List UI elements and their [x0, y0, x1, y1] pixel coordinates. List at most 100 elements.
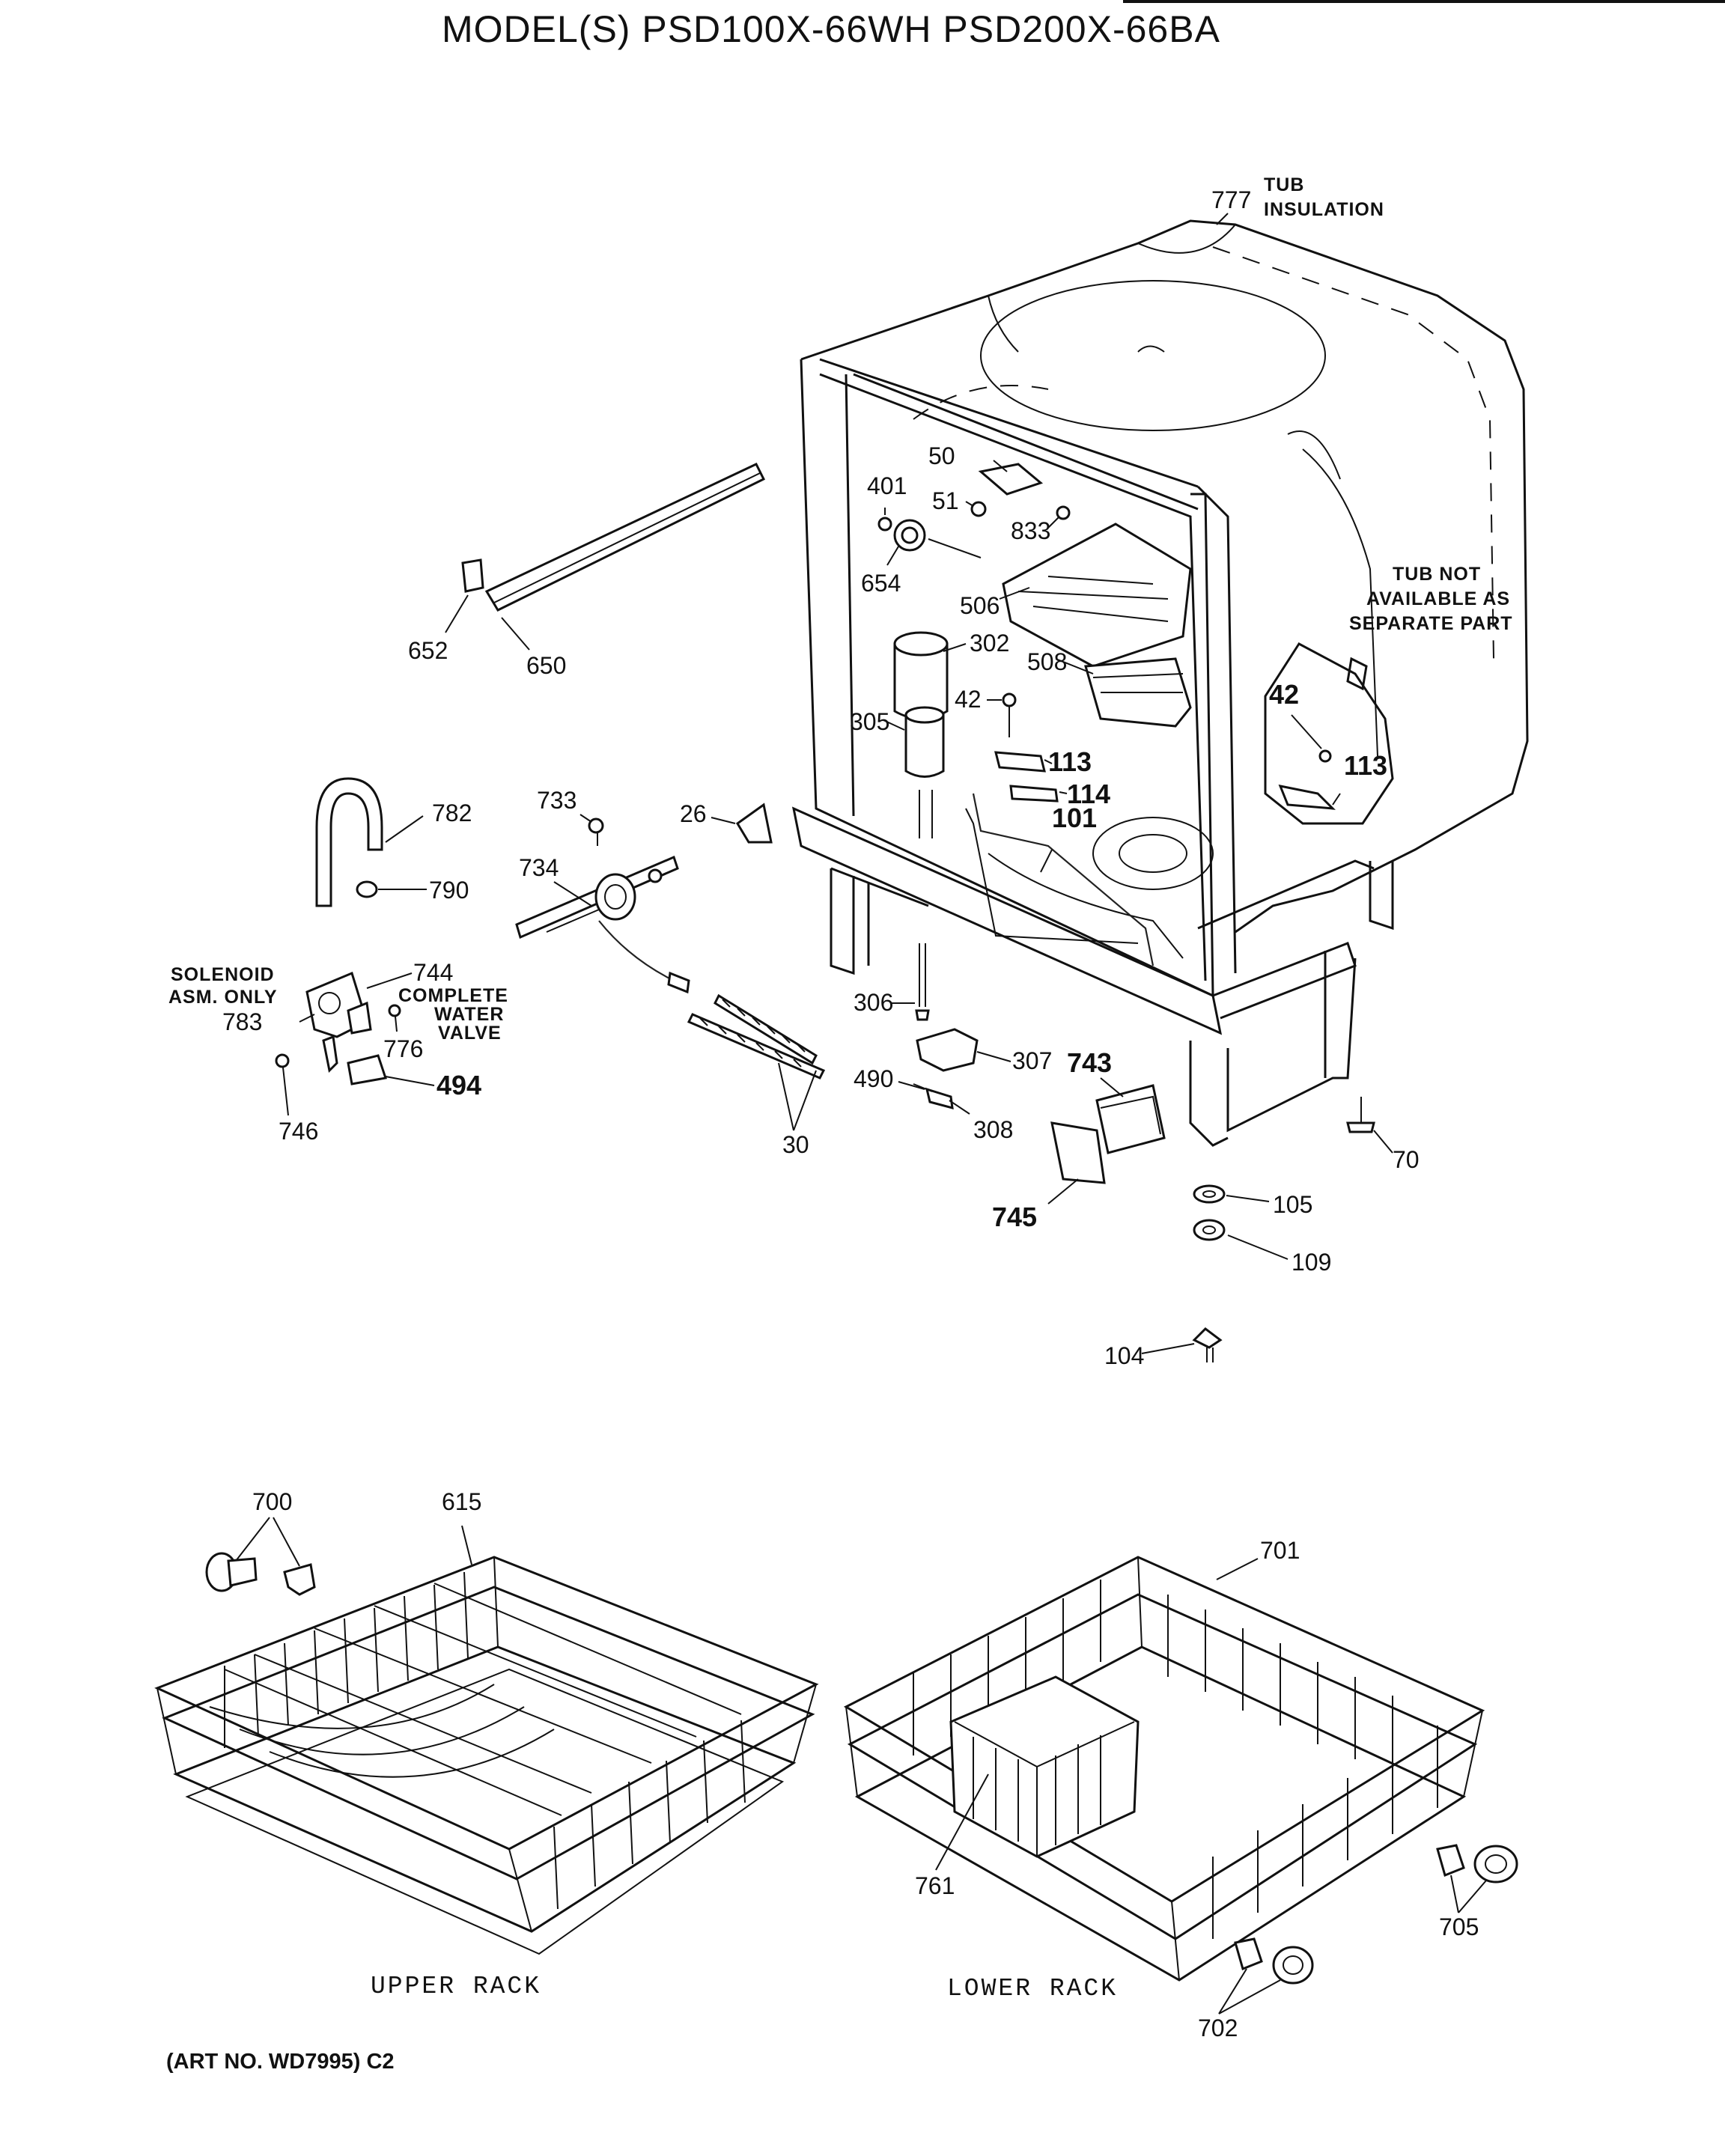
label-777: 777	[1211, 186, 1251, 213]
label-654: 654	[861, 570, 901, 597]
label-113-inset: 113	[1344, 750, 1387, 781]
label-744: 744	[413, 959, 453, 986]
label-776: 776	[383, 1035, 423, 1062]
note-tub-insulation-1: TUB	[1264, 174, 1304, 195]
label-42: 42	[955, 686, 982, 713]
tub-outline	[800, 219, 1529, 934]
lower-rack	[843, 1556, 1518, 1985]
label-104: 104	[1104, 1342, 1144, 1369]
center-parts	[913, 943, 1375, 1362]
label-782: 782	[432, 800, 472, 826]
note-solenoid-1: SOLENOID	[171, 964, 275, 985]
label-652: 652	[408, 637, 448, 664]
part-702-wheel	[1272, 1946, 1314, 1985]
label-761: 761	[915, 1872, 955, 1899]
label-494: 494	[436, 1070, 481, 1100]
part-782-hose	[315, 777, 383, 907]
label-114: 114	[1067, 779, 1110, 809]
label-101: 101	[1052, 803, 1097, 833]
part-743-box	[1095, 1084, 1166, 1154]
tub-bottom-rail	[791, 806, 1223, 1035]
label-506: 506	[960, 592, 1000, 619]
note-tub-not-3: SEPARATE PART	[1349, 613, 1513, 634]
art-number: (ART NO. WD7995) C2	[166, 2050, 395, 2074]
part-113-clip	[994, 751, 1046, 773]
label-490: 490	[854, 1065, 893, 1092]
part-833-screw	[1056, 505, 1071, 520]
note-tub-not-2: AVAILABLE AS	[1366, 588, 1510, 609]
label-746: 746	[279, 1118, 318, 1145]
part-105-washer	[1193, 1184, 1226, 1204]
part-42-screw	[1002, 692, 1017, 707]
label-30: 30	[782, 1131, 809, 1158]
part-702-clip	[1234, 1937, 1263, 1971]
label-733: 733	[537, 787, 576, 814]
label-306: 306	[854, 989, 893, 1016]
tub-assembly	[791, 219, 1529, 1147]
model-title: MODEL(S) PSD100X-66WH PSD200X-66BA	[442, 8, 1220, 50]
part-733-screw	[588, 817, 604, 834]
tub-inset-outline	[1264, 642, 1394, 825]
label-109: 109	[1292, 1249, 1331, 1276]
note-solenoid-2: ASM. ONLY	[168, 987, 278, 1008]
label-305: 305	[850, 708, 889, 735]
note-valve-2: WATER	[434, 1004, 504, 1025]
part-109-washer	[1193, 1219, 1226, 1241]
note-valve-3: VALVE	[438, 1023, 502, 1044]
part-776-screw	[388, 1004, 401, 1017]
label-508: 508	[1027, 648, 1067, 675]
part-761-silverware-basket	[949, 1675, 1140, 1858]
label-783: 783	[222, 1008, 262, 1035]
label-401: 401	[867, 472, 907, 499]
tub-insulation-top	[1137, 224, 1236, 254]
part-652-clip	[461, 558, 484, 593]
part-734-pulley	[594, 873, 636, 921]
label-302: 302	[970, 630, 1009, 657]
label-70: 70	[1393, 1146, 1420, 1173]
label-26: 26	[680, 800, 707, 827]
label-743: 743	[1067, 1047, 1112, 1078]
heater-element	[972, 793, 1154, 966]
part-26-latch	[736, 803, 773, 844]
left-parts	[275, 463, 826, 1085]
leader-lines	[235, 213, 1487, 2015]
note-tub-not-1: TUB NOT	[1393, 564, 1481, 585]
label-734: 734	[519, 854, 559, 881]
label-700: 700	[252, 1488, 292, 1515]
part-650-gasket	[484, 463, 766, 612]
label-51: 51	[932, 487, 959, 514]
part-305-cylinder	[904, 713, 945, 778]
part-labels: 777 50 401 51 833 654 506 302 508 42 305…	[168, 174, 1513, 2041]
label-702: 702	[1198, 2015, 1238, 2041]
label-833: 833	[1011, 517, 1050, 544]
label-650: 650	[526, 652, 566, 679]
part-51-screw	[970, 501, 987, 517]
part-494-bracket	[347, 1054, 387, 1085]
upper-rack-caption: UPPER RACK	[371, 1973, 541, 2000]
tub-top-dome	[980, 280, 1326, 431]
part-307-switch	[916, 1028, 979, 1072]
label-701: 701	[1260, 1537, 1300, 1564]
upper-rack	[154, 1552, 819, 1955]
part-114-clip	[1009, 785, 1059, 803]
label-50: 50	[928, 442, 955, 469]
note-valve-1: COMPLETE	[398, 985, 508, 1006]
label-113: 113	[1048, 746, 1092, 777]
part-790-clamp	[356, 880, 378, 898]
label-308: 308	[973, 1116, 1013, 1143]
part-746-screw	[275, 1053, 290, 1068]
label-105: 105	[1273, 1191, 1312, 1218]
label-790: 790	[429, 877, 469, 904]
label-705: 705	[1439, 1913, 1479, 1940]
part-700-clip	[283, 1563, 316, 1596]
part-308-actuator	[925, 1087, 954, 1110]
label-42-inset: 42	[1269, 679, 1299, 710]
part-50-bracket	[978, 463, 1044, 496]
label-307: 307	[1012, 1047, 1052, 1074]
label-745: 745	[992, 1202, 1037, 1232]
top-rule	[1123, 0, 1725, 3]
note-tub-insulation-2: INSULATION	[1264, 199, 1384, 220]
label-615: 615	[442, 1488, 481, 1515]
